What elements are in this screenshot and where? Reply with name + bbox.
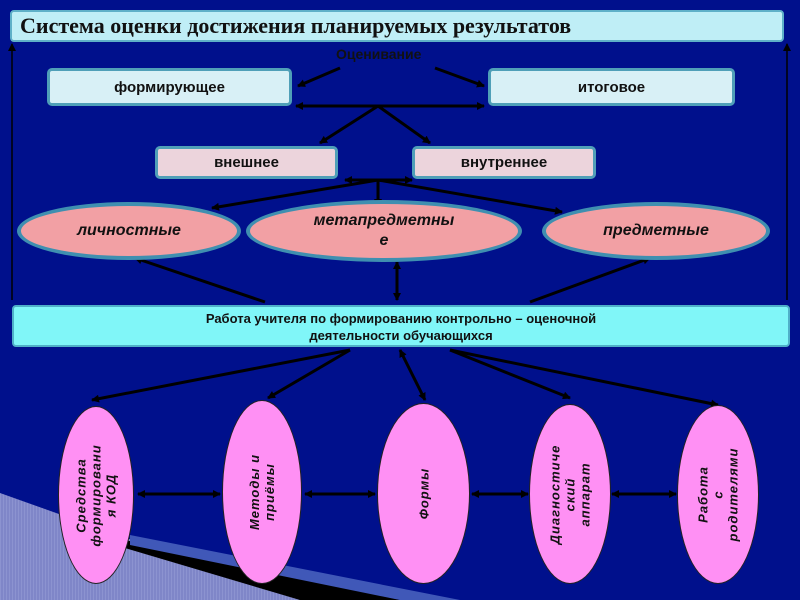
summative-box: итоговое xyxy=(488,68,735,106)
component-label: Работа с родителями xyxy=(695,447,741,542)
component-label: Диагностиче ский аппарат xyxy=(547,444,593,544)
component-label: Методы и приёмы xyxy=(247,453,277,531)
component-ellipse: Средства формировани я КОД xyxy=(58,406,134,584)
personal-results-ellipse: личностные xyxy=(17,202,241,260)
component-ellipse: Диагностиче ский аппарат xyxy=(529,404,611,584)
metasubject-results-ellipse: метапредметны е xyxy=(246,200,522,262)
component-ellipse: Работа с родителями xyxy=(677,405,759,584)
component-label: Формы xyxy=(416,467,431,520)
component-ellipse: Методы и приёмы xyxy=(222,400,302,584)
teacher-work-banner: Работа учителя по формированию контрольн… xyxy=(12,305,790,347)
assessment-label: Оценивание xyxy=(336,46,422,62)
external-box: внешнее xyxy=(155,146,338,179)
formative-box: формирующее xyxy=(47,68,292,106)
subject-results-ellipse: предметные xyxy=(542,202,770,260)
component-label: Средства формировани я КОД xyxy=(73,443,119,547)
slide-title: Система оценки достижения планируемых ре… xyxy=(10,10,784,42)
internal-box: внутреннее xyxy=(412,146,596,179)
component-ellipse: Формы xyxy=(377,403,470,584)
